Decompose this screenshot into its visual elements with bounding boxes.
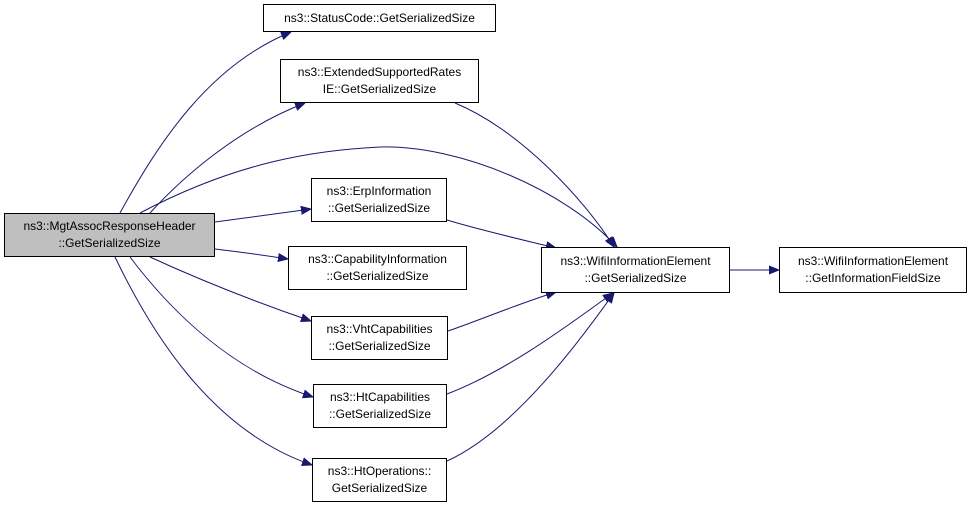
node-status[interactable]: ns3::StatusCode::GetSerializedSize [263,4,496,32]
node-label-line: ns3::WifiInformationElement [560,254,711,268]
node-label-line: ns3::HtCapabilities [329,390,431,404]
node-vht[interactable]: ns3::VhtCapabilities::GetSerializedSize [311,316,448,360]
node-root[interactable]: ns3::MgtAssocResponseHeader::GetSerializ… [4,213,215,257]
edge-root-to-ht [129,256,313,397]
edge-root-to-wie [139,146,617,247]
node-label-line: ::GetInformationFieldSize [805,271,941,285]
node-label-line: ::GetSerializedSize [328,339,431,353]
node-label-line: ns3::ErpInformation [326,184,432,198]
node-label-line: ::GetSerializedSize [327,201,431,215]
node-htop[interactable]: ns3::HtOperations::GetSerializedSize [312,458,447,502]
node-cap[interactable]: ns3::CapabilityInformation::GetSerialize… [288,246,467,290]
node-erp[interactable]: ns3::ErpInformation::GetSerializedSize [311,178,447,222]
node-label-line: ns3::MgtAssocResponseHeader [23,219,196,233]
edge-root-to-esr [149,103,305,214]
node-label-line: ns3::ExtendedSupportedRates [297,65,462,79]
node-label-line: ns3::HtOperations:: [327,464,432,478]
node-label-line: ns3::WifiInformationElement [797,254,949,268]
edge-root-to-status [119,32,291,214]
node-ht[interactable]: ns3::HtCapabilities::GetSerializedSize [313,384,447,428]
node-label-line: ns3::CapabilityInformation [308,252,447,266]
edge-htop-to-wie [446,293,614,462]
edge-esr-to-wie [454,102,614,247]
edge-root-to-vht [149,256,311,321]
edge-root-to-erp [214,209,311,223]
edge-ht-to-wie [446,293,613,395]
node-label-line: ns3::StatusCode::GetSerializedSize [284,10,475,25]
node-label-line: ::GetSerializedSize [58,236,161,250]
node-label-line: ::GetSerializedSize [326,269,429,283]
node-wie[interactable]: ns3::WifiInformationElement::GetSerializ… [541,247,730,293]
node-label-line: ::GetSerializedSize [328,407,432,421]
node-label-line: ns3::VhtCapabilities [326,322,433,336]
node-label-line: ::GetSerializedSize [584,271,687,285]
node-label-line: IE::GetSerializedSize [322,82,437,96]
node-label-line: GetSerializedSize [331,481,428,495]
edge-root-to-htop [114,256,312,465]
edge-erp-to-wie [446,219,556,248]
edge-root-to-cap [214,248,288,259]
edge-vht-to-wie [447,292,556,332]
node-wifs[interactable]: ns3::WifiInformationElement::GetInformat… [779,247,967,293]
